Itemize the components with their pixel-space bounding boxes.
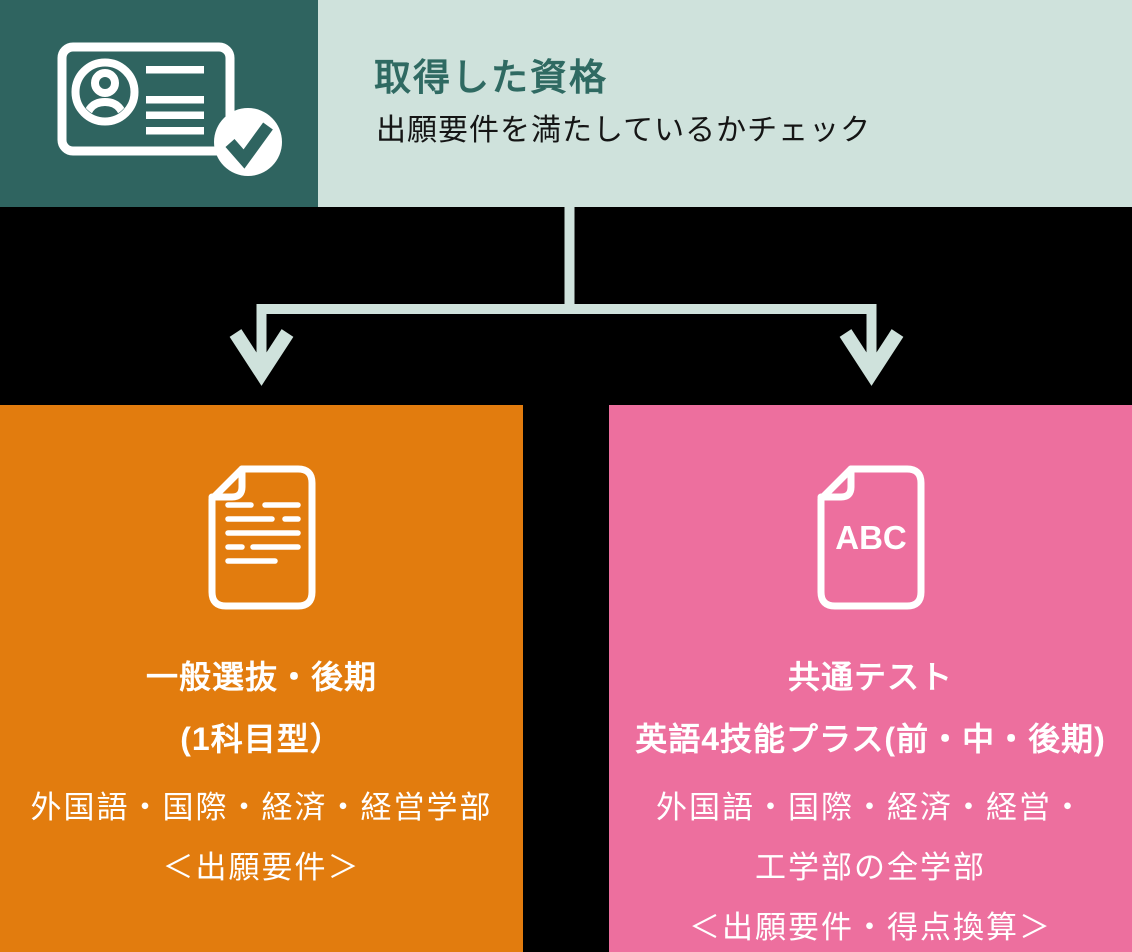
document-abc-label: ABC xyxy=(835,519,907,556)
header-icon-panel xyxy=(0,0,318,207)
branch-title-line: 一般選抜・後期 xyxy=(145,659,377,695)
document-abc-icon: ABC xyxy=(817,465,924,610)
branch-body-line: 外国語・国際・経済・経営学部 xyxy=(30,790,493,825)
branch-body: 外国語・国際・経済・経営学部 ＜出願要件＞ xyxy=(0,778,523,898)
folded-corner xyxy=(817,465,854,501)
document-outline xyxy=(208,465,315,610)
header-subtitle: 出願要件を満たしているかチェック xyxy=(376,114,872,147)
folded-corner xyxy=(208,465,245,501)
id-card-outline xyxy=(57,42,235,156)
branch-body-line: ＜出願要件・得点換算＞ xyxy=(689,910,1052,945)
branch-connector xyxy=(229,207,904,386)
branch-card-kyotsu-test: ABC 共通テスト 英語4技能プラス(前・中・後期) 外国語・国際・経済・経営・… xyxy=(609,405,1132,952)
card-text-lines xyxy=(146,66,204,135)
branch-title: 共通テスト 英語4技能プラス(前・中・後期) xyxy=(609,646,1132,770)
header-banner: 取得した資格 出願要件を満たしているかチェック xyxy=(0,0,1132,207)
document-text-lines xyxy=(224,502,301,564)
document-outline xyxy=(817,465,924,610)
branch-body-line: 工学部の全学部 xyxy=(755,850,986,885)
branch-title: 一般選抜・後期 (1科目型） xyxy=(0,646,523,770)
branch-body-line: 外国語・国際・経済・経営・ xyxy=(656,790,1085,825)
right-arrowhead-icon xyxy=(839,329,904,386)
document-lines-icon xyxy=(208,465,315,610)
branch-body: 外国語・国際・経済・経営・ 工学部の全学部 ＜出願要件・得点換算＞ xyxy=(609,778,1132,952)
checkmark-badge-icon xyxy=(214,108,282,176)
header-text-panel: 取得した資格 出願要件を満たしているかチェック xyxy=(318,0,1132,207)
branch-body-line: ＜出願要件＞ xyxy=(162,850,361,885)
left-arrowhead-icon xyxy=(229,329,294,386)
header-title: 取得した資格 xyxy=(374,57,608,98)
branch-title-line: (1科目型） xyxy=(180,721,343,757)
branch-title-line: 共通テスト xyxy=(787,659,953,695)
id-card-check-icon xyxy=(57,42,282,176)
branch-title-line: 英語4技能プラス(前・中・後期) xyxy=(635,721,1106,757)
avatar-icon xyxy=(71,58,139,126)
branch-card-general-late: 一般選抜・後期 (1科目型） 外国語・国際・経済・経営学部 ＜出願要件＞ xyxy=(0,405,523,952)
